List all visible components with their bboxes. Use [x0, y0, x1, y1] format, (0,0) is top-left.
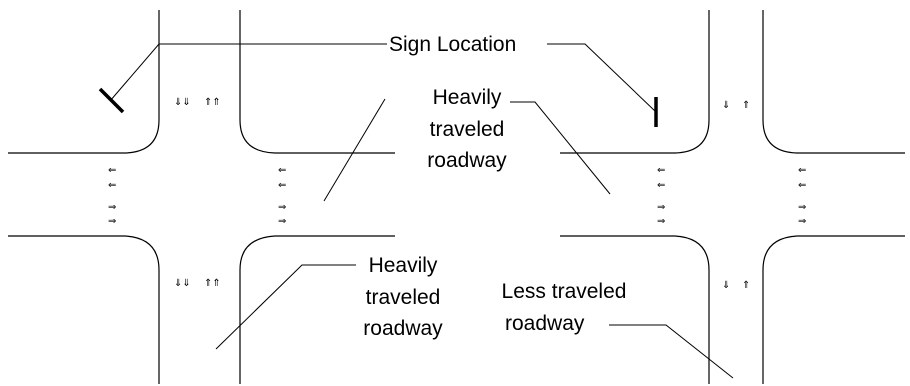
left-int-sign [98, 87, 125, 114]
heavily-upper-line-1: Heavily [433, 86, 502, 109]
heavily-upper-line-2: traveled [430, 118, 505, 141]
heavily-lower-leader [215, 264, 356, 350]
left-int-north-down-arrows: ⇓⇓ [174, 97, 191, 108]
leader-lines [109, 43, 734, 379]
left-int-edge-se [239, 235, 395, 384]
right-int-east-right-arrow-2: ⇒ [798, 216, 806, 227]
left-int-east-right-arrow-1: ⇒ [278, 202, 286, 213]
labels: Sign Location Heavily traveled roadway H… [363, 33, 626, 340]
sign-location-leader-right [547, 43, 657, 113]
right-intersection: ⇓ ⇑ ⇓ ⇑ ⇐ ⇐ ⇒ ⇒ ⇐ ⇐ ⇒ ⇒ [560, 10, 905, 384]
heavily-lower-line-3: roadway [363, 317, 443, 340]
left-int-west-left-arrow-1: ⇐ [108, 165, 116, 176]
left-int-west-right-arrow-2: ⇒ [108, 216, 116, 227]
right-int-edge-ne [762, 10, 905, 154]
less-traveled-leader [609, 324, 734, 379]
left-int-east-right-arrow-2: ⇒ [278, 216, 286, 227]
right-int-west-left-arrow-2: ⇐ [657, 180, 665, 191]
right-int-south-up-arrow: ⇑ [742, 280, 750, 291]
left-int-west-left-arrow-2: ⇐ [108, 180, 116, 191]
right-int-edge-sw [560, 235, 710, 384]
heavily-upper-line-3: roadway [427, 149, 507, 172]
right-int-west-left-arrow-1: ⇐ [657, 165, 665, 176]
right-int-west-right-arrow-2: ⇒ [657, 216, 665, 227]
heavily-lower-line-2: traveled [366, 286, 441, 309]
left-intersection: ⇓⇓ ⇑⇑ ⇓⇓ ⇑⇑ ⇐ ⇐ ⇒ ⇒ ⇐ ⇐ ⇒ ⇒ [8, 10, 395, 384]
sign-location-label: Sign Location [389, 33, 516, 56]
sign-location-leader-left [109, 43, 387, 102]
left-int-edge-sw [8, 235, 160, 384]
heavily-upper-leader-left [323, 98, 386, 202]
right-int-north-down-arrow: ⇓ [722, 100, 730, 111]
right-int-east-left-arrow-2: ⇐ [798, 180, 806, 191]
right-int-east-right-arrow-1: ⇒ [798, 202, 806, 213]
right-int-edge-se [762, 235, 905, 384]
left-int-edge-ne [239, 10, 395, 154]
heavily-lower-line-1: Heavily [369, 254, 438, 277]
right-int-north-up-arrow: ⇑ [742, 100, 750, 111]
right-int-west-right-arrow-1: ⇒ [657, 202, 665, 213]
left-int-south-up-arrows: ⇑⇑ [204, 278, 221, 289]
right-int-edge-nw [560, 10, 710, 154]
left-int-edge-nw [8, 10, 160, 154]
right-int-south-down-arrow: ⇓ [722, 280, 730, 291]
less-traveled-line-2: roadway [505, 312, 585, 335]
right-int-east-left-arrow-1: ⇐ [798, 165, 806, 176]
left-int-east-left-arrow-2: ⇐ [278, 180, 286, 191]
left-int-south-down-arrows: ⇓⇓ [174, 278, 191, 289]
left-int-east-left-arrow-1: ⇐ [278, 165, 286, 176]
left-int-west-right-arrow-1: ⇒ [108, 202, 116, 213]
less-traveled-line-1: Less traveled [502, 280, 627, 303]
left-int-north-up-arrows: ⇑⇑ [204, 97, 221, 108]
heavily-upper-leader-right [510, 101, 611, 195]
